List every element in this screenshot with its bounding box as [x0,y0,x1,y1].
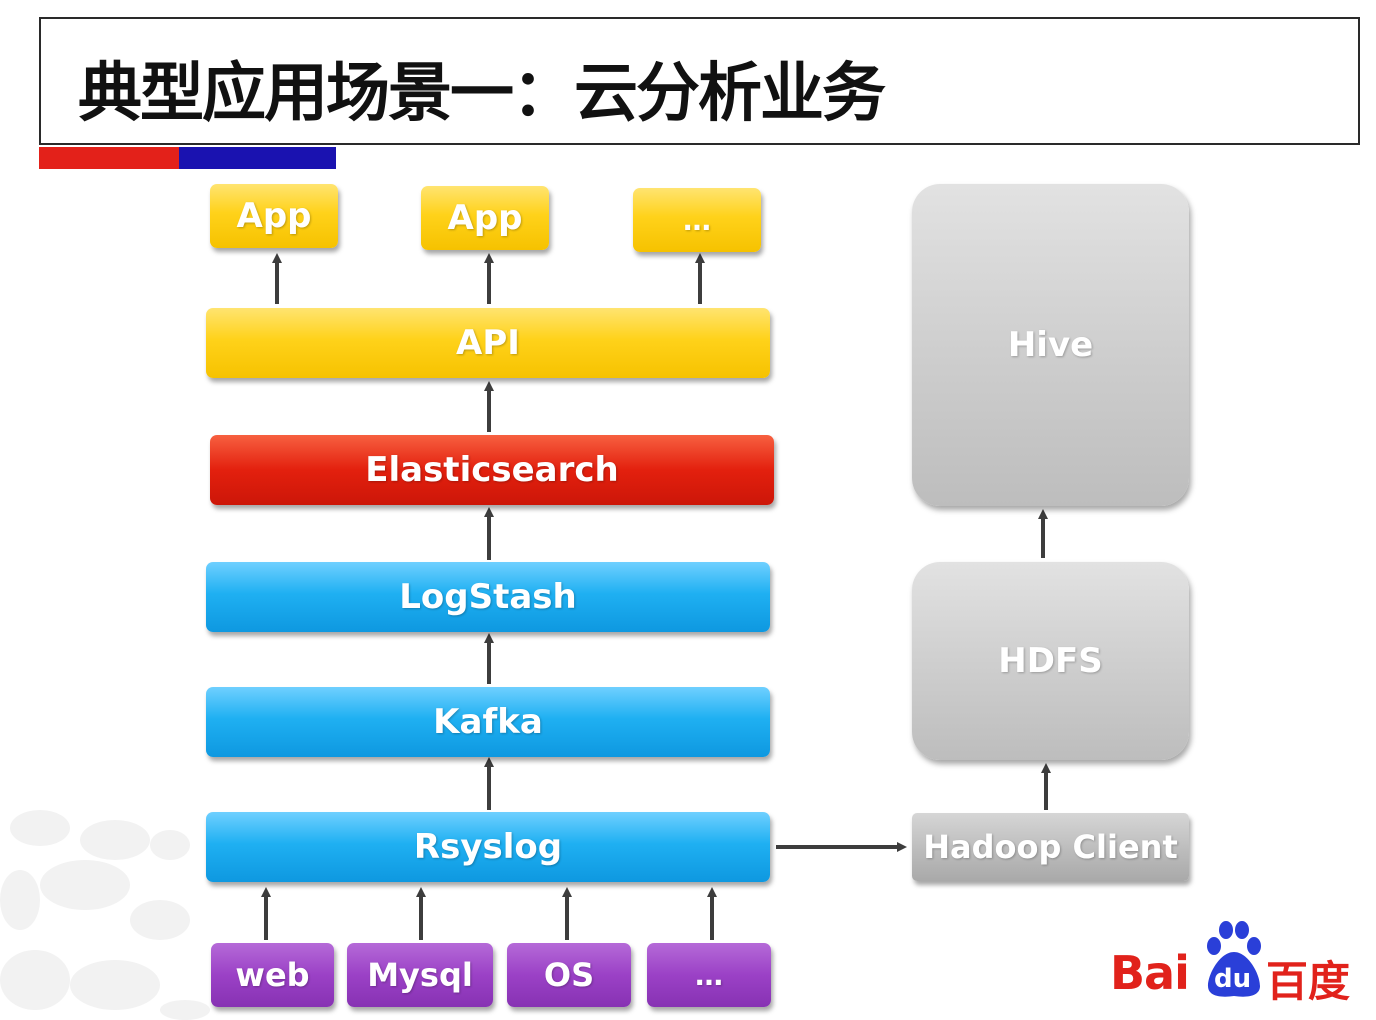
decor-bubble [80,820,150,860]
decor-bubble [0,870,40,930]
app-box: App [210,184,338,248]
app-box-more: … [633,188,761,252]
baidu-logo: Bai du 百度 [1110,918,1360,1010]
elasticsearch-layer: Elasticsearch [210,435,774,505]
baidu-paw-icon [1207,921,1261,997]
title-accent-red [39,147,179,169]
api-layer: API [206,308,770,378]
source-web: web [211,943,334,1007]
decor-bubble [0,950,70,1010]
decor-bubble [130,900,190,940]
decor-bubble [160,1000,210,1020]
decor-bubble [40,860,130,910]
logstash-layer: LogStash [206,562,770,632]
hive-node: Hive [912,184,1189,506]
app-box: App [421,186,549,250]
rsyslog-layer: Rsyslog [206,812,770,882]
decor-bubble [70,960,160,1010]
baidu-paw-text: du [1214,964,1252,994]
title-accent-blue [179,147,336,169]
source-more: … [647,943,771,1007]
hadoop-client-node: Hadoop Client [912,813,1189,881]
source-os: OS [507,943,631,1007]
kafka-layer: Kafka [206,687,770,757]
decor-bubble [150,830,190,860]
decor-bubble [10,810,70,846]
baidu-logo-latin: Bai [1110,946,1190,1000]
baidu-logo-chinese: 百度 [1266,957,1351,1006]
slide-title: 典型应用场景一：云分析业务 [78,57,886,131]
source-mysql: Mysql [347,943,493,1007]
title-frame [39,17,1360,145]
hdfs-node: HDFS [912,562,1189,760]
